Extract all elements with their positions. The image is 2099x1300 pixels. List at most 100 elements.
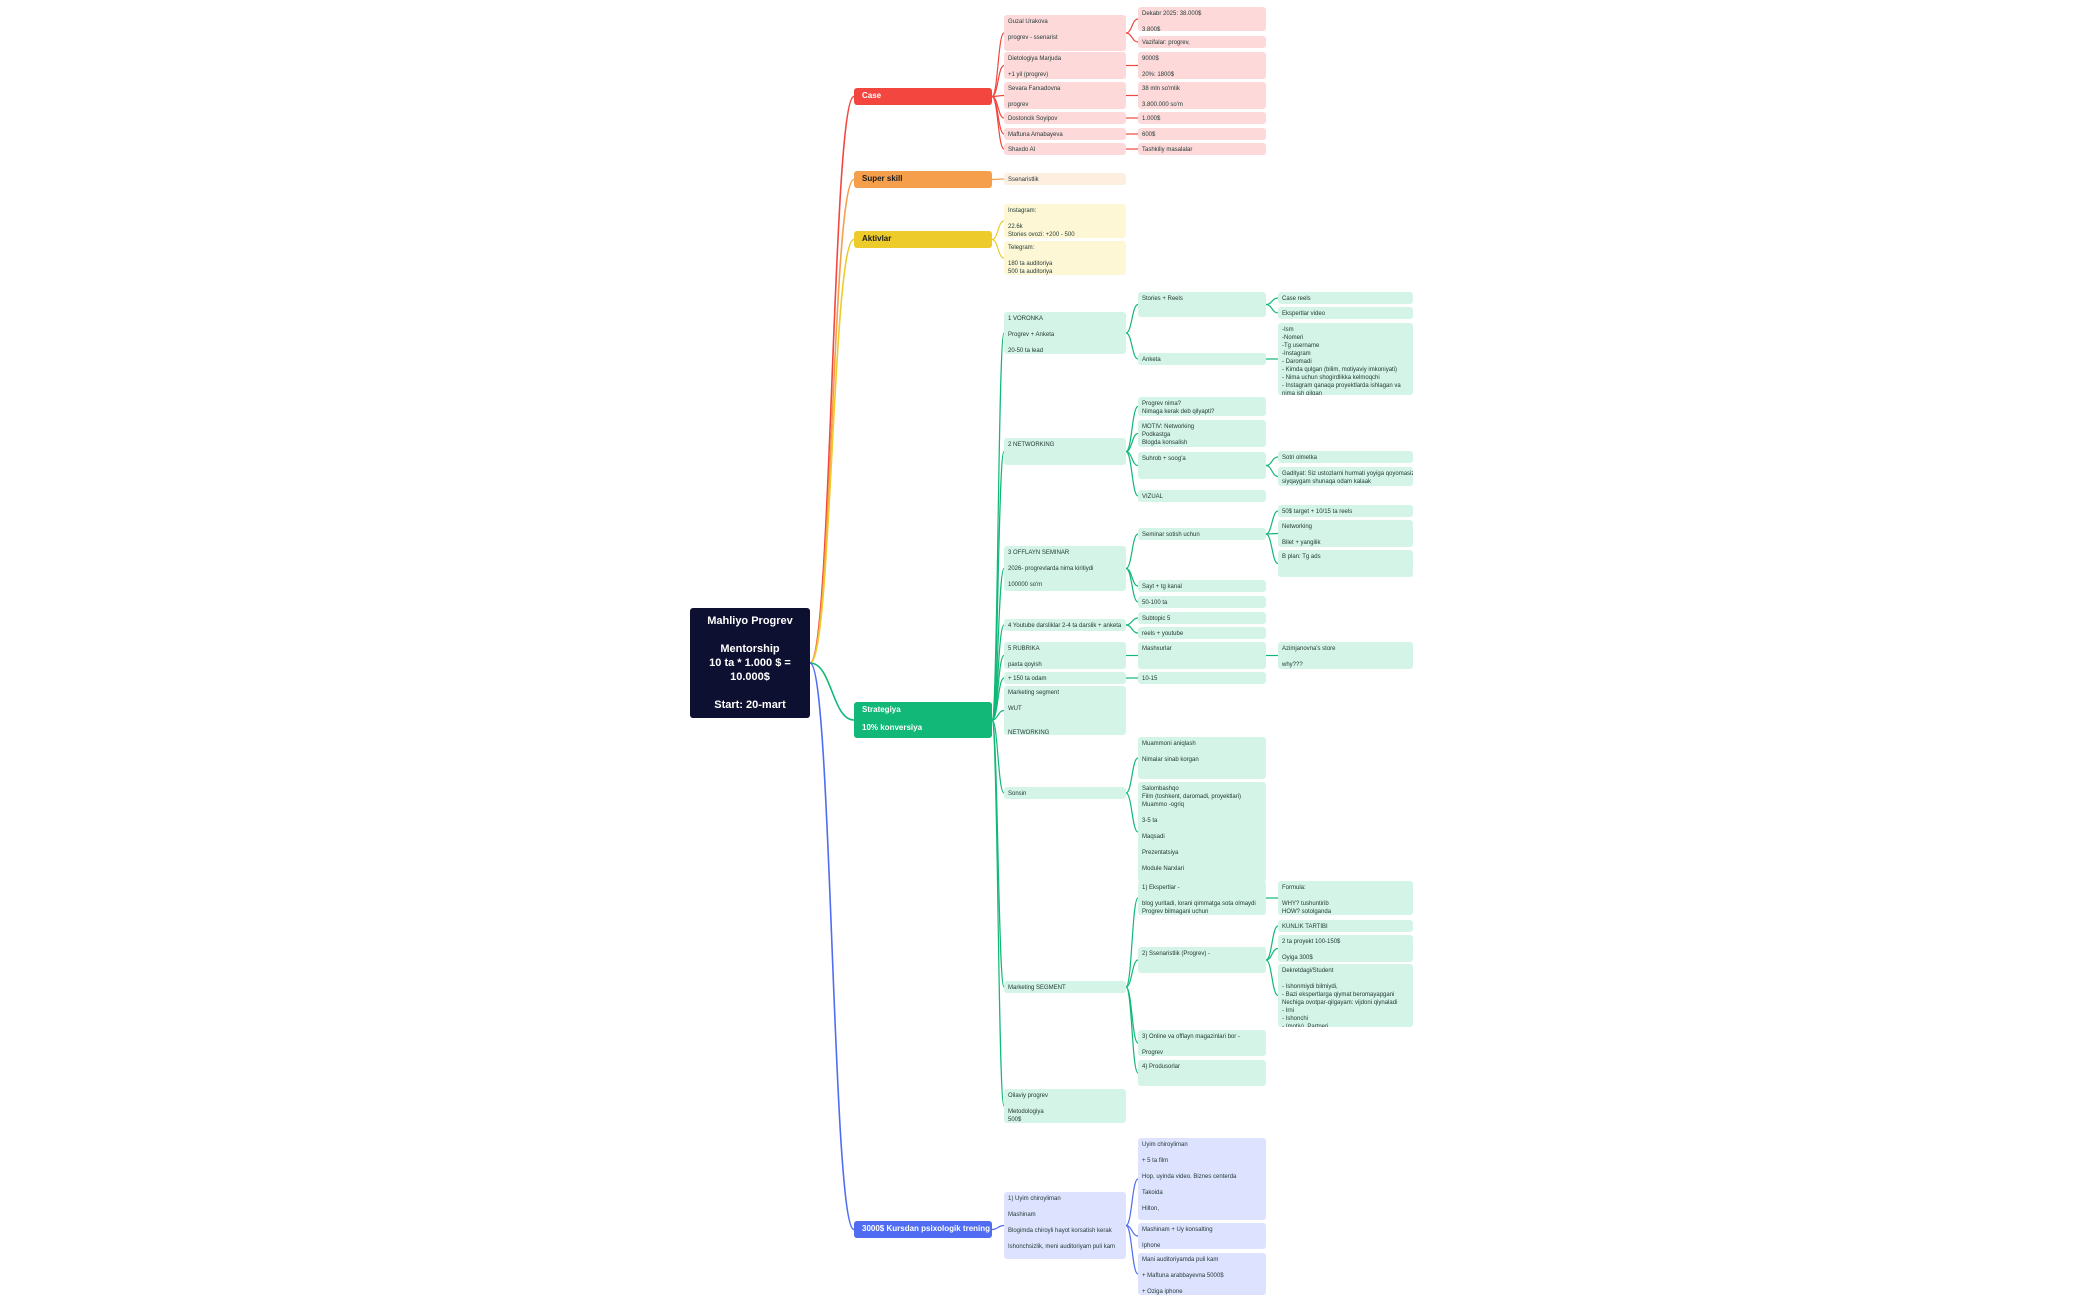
connector-s2-s2a xyxy=(1125,405,1139,453)
connector-case-c5 xyxy=(991,95,1005,135)
strategy-topic-marketing-segment-2[interactable]: Marketing SEGMENT xyxy=(1004,981,1126,993)
strategy-topic-youtube[interactable]: 4 Youtube darsliklar 2-4 ta darslik + an… xyxy=(1004,619,1126,631)
strategy-subtopic-b-plan[interactable]: B plan: Tg ads xyxy=(1278,550,1413,577)
connector-strategiya-s10 xyxy=(991,719,1005,1107)
connector-s4-s4b xyxy=(1125,624,1139,634)
case-subtopic-dekabr[interactable]: Dekabr 2025: 38.000$3.800$ xyxy=(1138,7,1266,31)
strategy-subtopic-ssenaristlik[interactable]: 2) Ssenaristlik (Progrev) - xyxy=(1138,947,1266,973)
strategy-topic-150-odam[interactable]: + 150 ta odam xyxy=(1004,672,1126,684)
connector-s8-s8a xyxy=(1125,757,1139,794)
connector-s8-s8b xyxy=(1125,792,1139,833)
branch-aktivlar[interactable]: Aktivlar xyxy=(854,231,992,248)
strategy-subtopic-subtopic5[interactable]: Subtopic 5 xyxy=(1138,612,1266,624)
superskill-topic-ssenaristlik[interactable]: Ssenaristlik xyxy=(1004,173,1126,185)
strategy-subtopic-ekspertlar-video[interactable]: Ekspertlar video xyxy=(1278,307,1413,319)
connector-s2-s2b xyxy=(1125,432,1139,453)
branch-case[interactable]: Case xyxy=(854,88,992,105)
strategy-subtopic-10-15[interactable]: 10-15 xyxy=(1138,672,1266,684)
strategy-topic-networking[interactable]: 2 NETWORKING xyxy=(1004,438,1126,465)
case-subtopic-600[interactable]: 600$ xyxy=(1138,128,1266,140)
connector-case-c1 xyxy=(991,32,1005,98)
connector-strategiya-s1 xyxy=(991,332,1005,721)
connector-s9b-s9b1 xyxy=(1265,925,1279,961)
connector-s3a-s3a3 xyxy=(1265,533,1279,565)
strategy-subtopic-50-100[interactable]: 50-100 ta xyxy=(1138,596,1266,608)
connector-t1-t1c xyxy=(1125,1224,1139,1275)
connector-s3a-s3a2 xyxy=(1265,532,1279,535)
strategy-subtopic-suhrob[interactable]: Suhrob + soog'a xyxy=(1138,452,1266,479)
connector-c1-c1b xyxy=(1125,32,1139,43)
strategy-subtopic-case-reels[interactable]: Case reels xyxy=(1278,292,1413,304)
strategy-subtopic-vizual[interactable]: VIZUAL xyxy=(1138,490,1266,502)
connector-s4-s4a xyxy=(1125,617,1139,626)
strategy-subtopic-reels-youtube[interactable]: reels + youtube xyxy=(1138,627,1266,639)
connector-root-case xyxy=(809,95,855,664)
case-subtopic-1000[interactable]: 1.000$ xyxy=(1138,112,1266,124)
case-topic-dietologiya[interactable]: Dietologiya Marjuda+1 yil (progrev) xyxy=(1004,52,1126,79)
strategy-subtopic-anketa[interactable]: Anketa xyxy=(1138,353,1266,365)
strategy-subtopic-2-proyekt[interactable]: 2 ta proyekt 100-150$Oyiga 300$ xyxy=(1278,935,1413,962)
strategy-subtopic-target[interactable]: 50$ target + 10/15 ta reels xyxy=(1278,505,1413,517)
case-subtopic-vazifalar[interactable]: Vazifalar: progrev, xyxy=(1138,36,1266,48)
strategy-subtopic-seminar-sotish[interactable]: Seminar sotish uchun xyxy=(1138,528,1266,540)
strategy-subtopic-anketa-fields[interactable]: -Ism-Nomeri-Tg username-Instagram- Darom… xyxy=(1278,323,1413,395)
connector-s1-s1b xyxy=(1125,332,1139,360)
connector-trening-t1 xyxy=(991,1224,1005,1231)
case-subtopic-tashkiliy[interactable]: Tashkiliy masalalar xyxy=(1138,143,1266,155)
strategy-subtopic-produsorlar[interactable]: 4) Produsorlar xyxy=(1138,1060,1266,1086)
connector-s3-s3a xyxy=(1125,533,1139,570)
connector-s3a-s3a1 xyxy=(1265,510,1279,535)
case-subtopic-9000[interactable]: 9000$20%: 1800$ xyxy=(1138,52,1266,79)
case-topic-shaxdo[interactable]: Shaxdo AI xyxy=(1004,143,1126,155)
strategy-subtopic-mashxurlar[interactable]: Mashxurlar xyxy=(1138,642,1266,669)
strategy-subtopic-gadityat[interactable]: Gadityat: Siz ustozlarni hurmati yoyiga … xyxy=(1278,467,1413,486)
strategy-topic-sonsin[interactable]: Sonsin xyxy=(1004,787,1126,799)
connector-s3-s3c xyxy=(1125,567,1139,603)
case-topic-maftuna[interactable]: Maftuna Amabayeva xyxy=(1004,128,1126,140)
strategy-subtopic-progrev-nima[interactable]: Progrev nima?Nimaga kerak deb qilyapti? xyxy=(1138,397,1266,416)
trening-subtopic-auditoriya[interactable]: Mani auditoriyamda puli kam+ Maftuna ara… xyxy=(1138,1253,1266,1295)
branch-super-skill[interactable]: Super skill xyxy=(854,171,992,188)
connector-s9-s9b xyxy=(1125,959,1139,988)
strategy-subtopic-dekretdagi[interactable]: Dekretdagi/Student- Ishonmiydi bilmiydi,… xyxy=(1278,964,1413,1027)
connector-s9-s9a xyxy=(1125,897,1139,988)
strategy-subtopic-sotri-olmetka[interactable]: Sotri olmetka xyxy=(1278,451,1413,463)
connector-t1-t1a xyxy=(1125,1178,1139,1227)
strategy-subtopic-ekspertlar[interactable]: 1) Ekspertlar -blog yuritadi, lorani qim… xyxy=(1138,881,1266,915)
strategy-subtopic-stories-reels[interactable]: Stories + Reels xyxy=(1138,292,1266,317)
connector-s2c-s2c1 xyxy=(1265,456,1279,467)
connector-s1a-s1a1 xyxy=(1265,297,1279,306)
case-topic-doston[interactable]: Dostonсik Soyipov xyxy=(1004,112,1126,124)
connector-case-c2 xyxy=(991,64,1005,98)
strategy-subtopic-magazinlar[interactable]: 3) Online va offlayn magazinlari bor -Pr… xyxy=(1138,1030,1266,1056)
connector-case-c6 xyxy=(991,95,1005,150)
branch-trening[interactable]: 3000$ Kursdan psixologik trening xyxy=(854,1221,992,1238)
strategy-subtopic-sayt[interactable]: Sayt + tg kanal xyxy=(1138,580,1266,592)
connector-strategiya-s8 xyxy=(991,719,1005,794)
connector-s9b-s9b3 xyxy=(1265,959,1279,997)
strategy-subtopic-kunlik-tartibi[interactable]: KUNLIK TARTIBI xyxy=(1278,920,1413,932)
connector-root-strategiya xyxy=(809,662,855,721)
